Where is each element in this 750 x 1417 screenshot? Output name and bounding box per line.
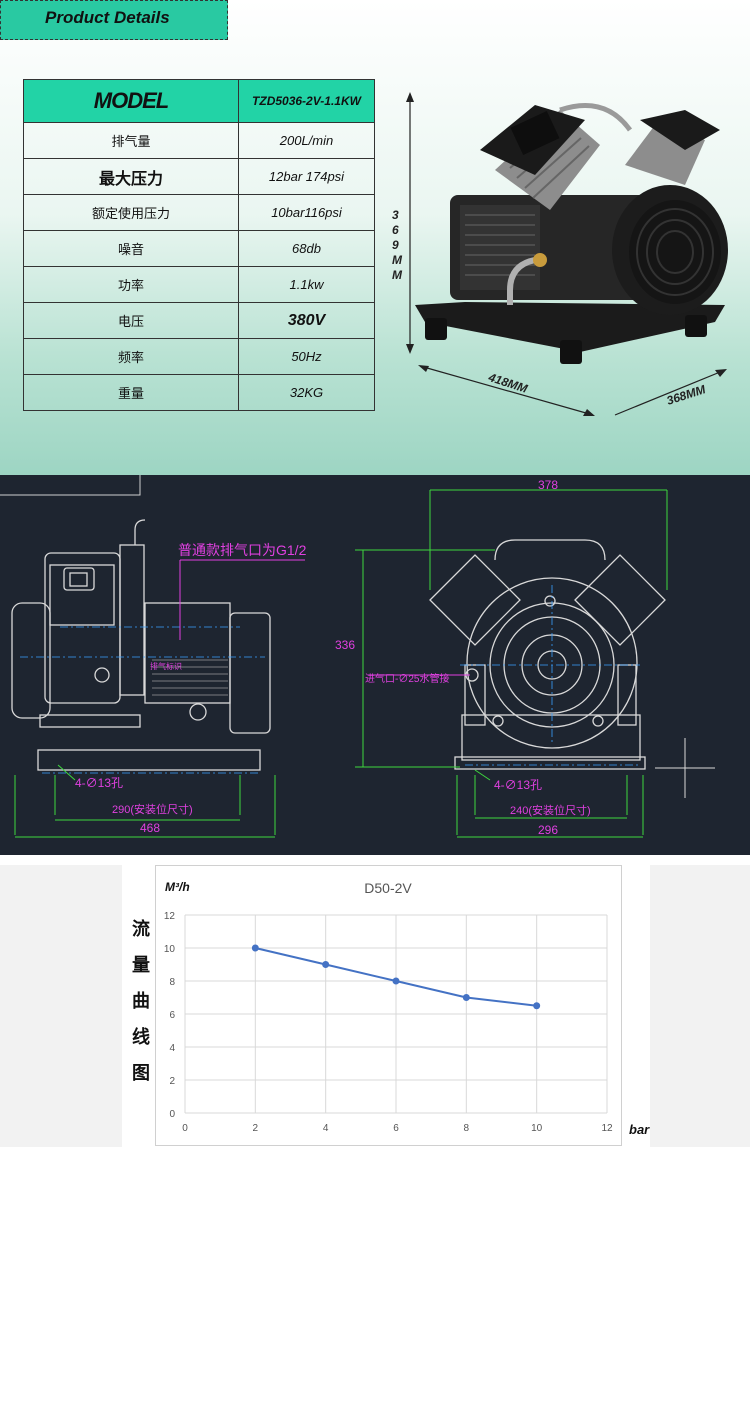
hole-label-right: 4-∅13孔 (494, 778, 542, 792)
height-dimension-label: 369MM (392, 208, 402, 282)
y-axis-label: M³/h (165, 880, 190, 894)
spec-label: 电压 (23, 302, 239, 339)
x-tick-label: 2 (253, 1123, 259, 1134)
data-point (392, 977, 400, 985)
spec-row: 重量 32KG (23, 374, 375, 411)
dim-296-label: 296 (538, 823, 558, 837)
spec-table: MODEL TZD5036-2V-1.1KW 排气量 200L/min 最大压力… (23, 79, 375, 411)
x-tick-label: 6 (393, 1123, 399, 1134)
flow-curve-section: 流 量 曲 线 图 0 2 4 6 8 10 12 0 2 4 6 8 10 12 D50-2V M³/h… (0, 855, 750, 1147)
chart-title: D50-2V (364, 880, 412, 896)
technical-drawing: 普通款排气口为G1/2 排气标识 4-∅13孔 290(安装位尺寸) 468 (0, 475, 715, 838)
x-tick-label: 10 (531, 1123, 543, 1134)
spec-label: 功率 (23, 266, 239, 303)
y-tick-label: 2 (169, 1076, 175, 1087)
hole-label-left: 4-∅13孔 (75, 776, 123, 790)
spec-row: 噪音 68db (23, 230, 375, 267)
x-axis-label: bar (629, 1122, 650, 1137)
spec-row: 频率 50Hz (23, 338, 375, 375)
data-point (322, 961, 330, 968)
x-tick-label: 4 (323, 1123, 329, 1134)
dim-290-label: 290(安装位尺寸) (112, 802, 193, 816)
spec-value: 10bar116psi (238, 194, 375, 231)
spec-label: 重量 (23, 374, 239, 411)
chart-left-panel (0, 865, 122, 1147)
spec-label: 额定使用压力 (23, 194, 239, 231)
dim-336-label: 336 (335, 638, 355, 652)
section-title: Product Details (45, 8, 170, 27)
data-point (462, 994, 470, 1001)
chart-right-panel (650, 865, 750, 1147)
spec-value: 50Hz (238, 338, 375, 375)
vertical-label-char: 图 (132, 1063, 150, 1083)
spec-row: 排气量 200L/min (23, 122, 375, 159)
spec-value: 32KG (238, 374, 375, 411)
exhaust-note: 普通款排气口为G1/2 (178, 542, 307, 558)
spec-label: 频率 (23, 338, 239, 375)
spec-row: 电压 380V (23, 302, 375, 339)
y-tick-label: 12 (164, 911, 176, 922)
spec-value: 12bar 174psi (238, 158, 375, 195)
data-point (251, 944, 259, 952)
y-tick-label: 4 (169, 1043, 175, 1054)
flow-chart: 0 2 4 6 8 10 12 0 2 4 6 8 10 12 D50-2V M³/h bar (155, 865, 650, 1146)
section-header-badge: Product Details (0, 0, 228, 40)
dim-378-label: 378 (538, 478, 558, 492)
data-point (533, 1002, 541, 1010)
dim-468-label: 468 (140, 821, 160, 835)
series-points (251, 944, 541, 1010)
vertical-label-char: 量 (132, 955, 150, 975)
exhaust-tag-label: 排气标识 (150, 661, 182, 671)
spec-value: 68db (238, 230, 375, 267)
spec-label: 排气量 (23, 122, 239, 159)
chart-ticks: 0 2 4 6 8 10 12 0 2 4 6 8 10 12 (164, 911, 613, 1134)
spec-label: 噪音 (23, 230, 239, 267)
spec-label: 最大压力 (23, 158, 239, 195)
spec-row: 额定使用压力 10bar116psi (23, 194, 375, 231)
spec-row: 最大压力 12bar 174psi (23, 158, 375, 195)
technical-drawing-section: 普通款排气口为G1/2 排气标识 4-∅13孔 290(安装位尺寸) 468 (0, 475, 750, 855)
model-value: TZD5036-2V-1.1KW (238, 79, 375, 123)
spec-value: 1.1kw (238, 266, 375, 303)
spec-row: 功率 1.1kw (23, 266, 375, 303)
intake-note: 进气口-∅25水管接 (365, 672, 449, 685)
spec-header-row: MODEL TZD5036-2V-1.1KW (23, 79, 375, 123)
dim-240-label: 240(安装位尺寸) (510, 803, 591, 817)
depth-dimension-lines (418, 365, 727, 416)
x-tick-label: 12 (601, 1123, 613, 1134)
vertical-label-char: 线 (132, 1027, 150, 1047)
y-tick-label: 0 (169, 1109, 175, 1120)
x-tick-label: 8 (464, 1123, 470, 1134)
product-image (406, 92, 728, 364)
y-tick-label: 10 (164, 944, 176, 955)
x-tick-label: 0 (182, 1123, 188, 1134)
y-tick-label: 8 (169, 977, 175, 988)
vertical-label-char: 流 (132, 919, 150, 939)
y-tick-label: 6 (169, 1010, 175, 1021)
product-details-section: Product Details MODEL TZD5036-2V-1.1KW 排… (0, 0, 750, 475)
vertical-label-char: 曲 (132, 991, 150, 1011)
spec-value: 380V (238, 302, 375, 339)
spec-value: 200L/min (238, 122, 375, 159)
model-label: MODEL (23, 79, 239, 123)
